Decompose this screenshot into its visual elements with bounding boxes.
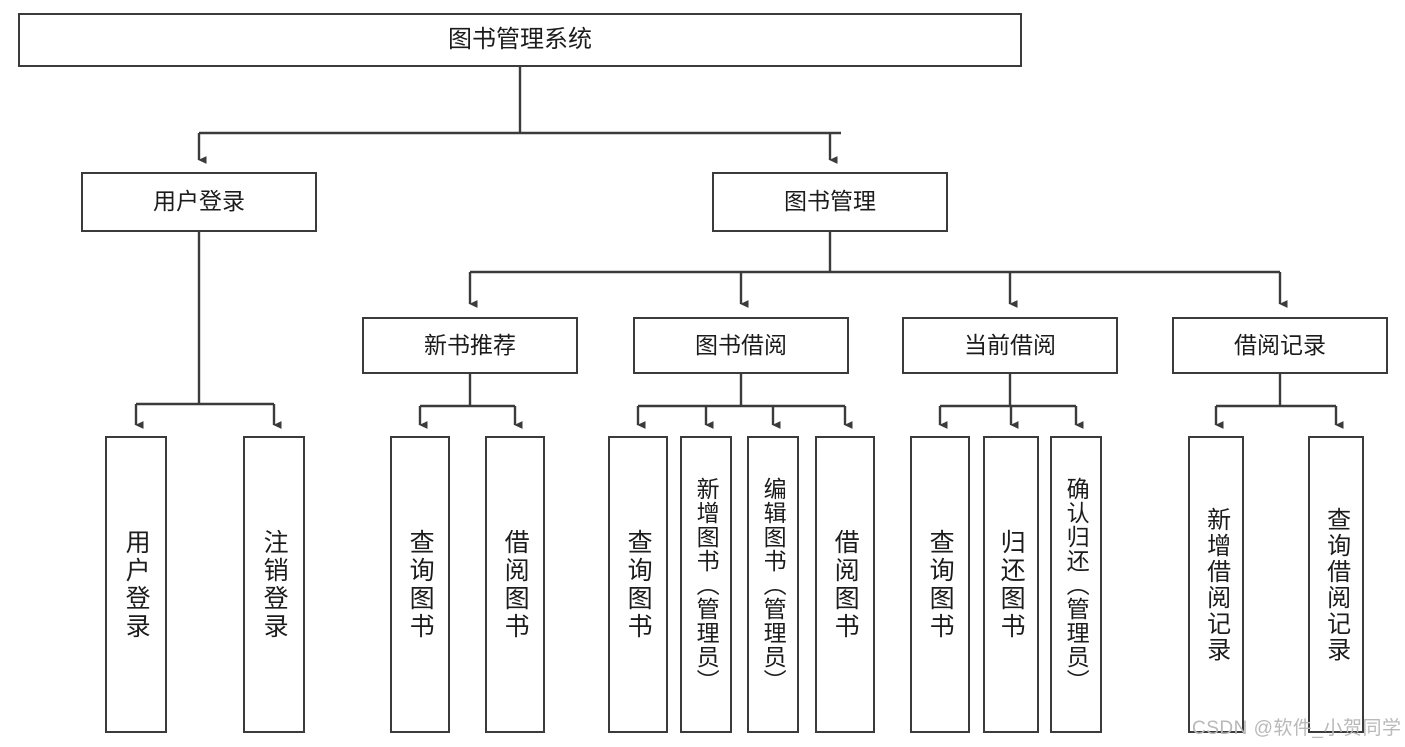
- node-leaf-borrow-book-label: 借阅图书: [831, 528, 860, 641]
- node-leaf-add-book[interactable]: 新增图书（管理员）: [680, 436, 732, 733]
- node-leaf-add-borrow-record-label: 新增借阅记录: [1202, 506, 1230, 663]
- node-leaf-query-borrow-record-label: 查询借阅记录: [1322, 506, 1350, 663]
- node-current-borrow-label: 当前借阅: [964, 331, 1056, 358]
- node-root-system-label: 图书管理系统: [448, 25, 592, 53]
- node-root-system[interactable]: 图书管理系统: [18, 13, 1022, 67]
- node-leaf-add-book-label: 新增图书（管理员）: [693, 476, 720, 693]
- node-leaf-query-book-borrow-label: 查询图书: [624, 528, 653, 641]
- node-leaf-query-book-recommend[interactable]: 查询图书: [390, 436, 450, 733]
- node-leaf-user-login-label: 用户登录: [122, 528, 151, 641]
- node-leaf-query-book-recommend-label: 查询图书: [406, 528, 435, 641]
- node-user-login-label: 用户登录: [153, 188, 245, 215]
- node-leaf-query-book-current[interactable]: 查询图书: [910, 436, 970, 733]
- node-book-manage[interactable]: 图书管理: [712, 172, 948, 232]
- node-leaf-user-login[interactable]: 用户登录: [105, 436, 167, 733]
- node-leaf-borrow-book-recommend-label: 借阅图书: [501, 528, 530, 641]
- node-leaf-logout-label: 注销登录: [260, 528, 289, 641]
- node-book-manage-label: 图书管理: [784, 188, 876, 215]
- node-book-borrow-label: 图书借阅: [695, 331, 787, 358]
- csdn-watermark: CSDN @软件_小贺同学: [1192, 718, 1402, 739]
- node-borrow-record-label: 借阅记录: [1234, 331, 1326, 358]
- node-leaf-edit-book-label: 编辑图书（管理员）: [760, 476, 787, 693]
- node-leaf-query-borrow-record[interactable]: 查询借阅记录: [1308, 436, 1364, 733]
- node-leaf-add-borrow-record[interactable]: 新增借阅记录: [1188, 436, 1244, 733]
- node-user-login[interactable]: 用户登录: [81, 172, 317, 232]
- node-leaf-borrow-book[interactable]: 借阅图书: [815, 436, 875, 733]
- node-leaf-query-book-borrow[interactable]: 查询图书: [608, 436, 668, 733]
- node-leaf-confirm-return[interactable]: 确认归还（管理员）: [1050, 436, 1102, 733]
- node-new-book-recommend[interactable]: 新书推荐: [362, 317, 578, 374]
- node-leaf-confirm-return-label: 确认归还（管理员）: [1063, 476, 1090, 693]
- node-borrow-record[interactable]: 借阅记录: [1172, 317, 1388, 374]
- node-leaf-return-book-label: 归还图书: [997, 528, 1026, 641]
- node-leaf-borrow-book-recommend[interactable]: 借阅图书: [485, 436, 545, 733]
- node-book-borrow[interactable]: 图书借阅: [633, 317, 849, 374]
- node-leaf-return-book[interactable]: 归还图书: [983, 436, 1039, 733]
- node-leaf-logout[interactable]: 注销登录: [243, 436, 305, 733]
- node-leaf-query-book-current-label: 查询图书: [926, 528, 955, 641]
- node-new-book-recommend-label: 新书推荐: [424, 331, 516, 358]
- node-current-borrow[interactable]: 当前借阅: [902, 317, 1118, 374]
- node-leaf-edit-book[interactable]: 编辑图书（管理员）: [747, 436, 799, 733]
